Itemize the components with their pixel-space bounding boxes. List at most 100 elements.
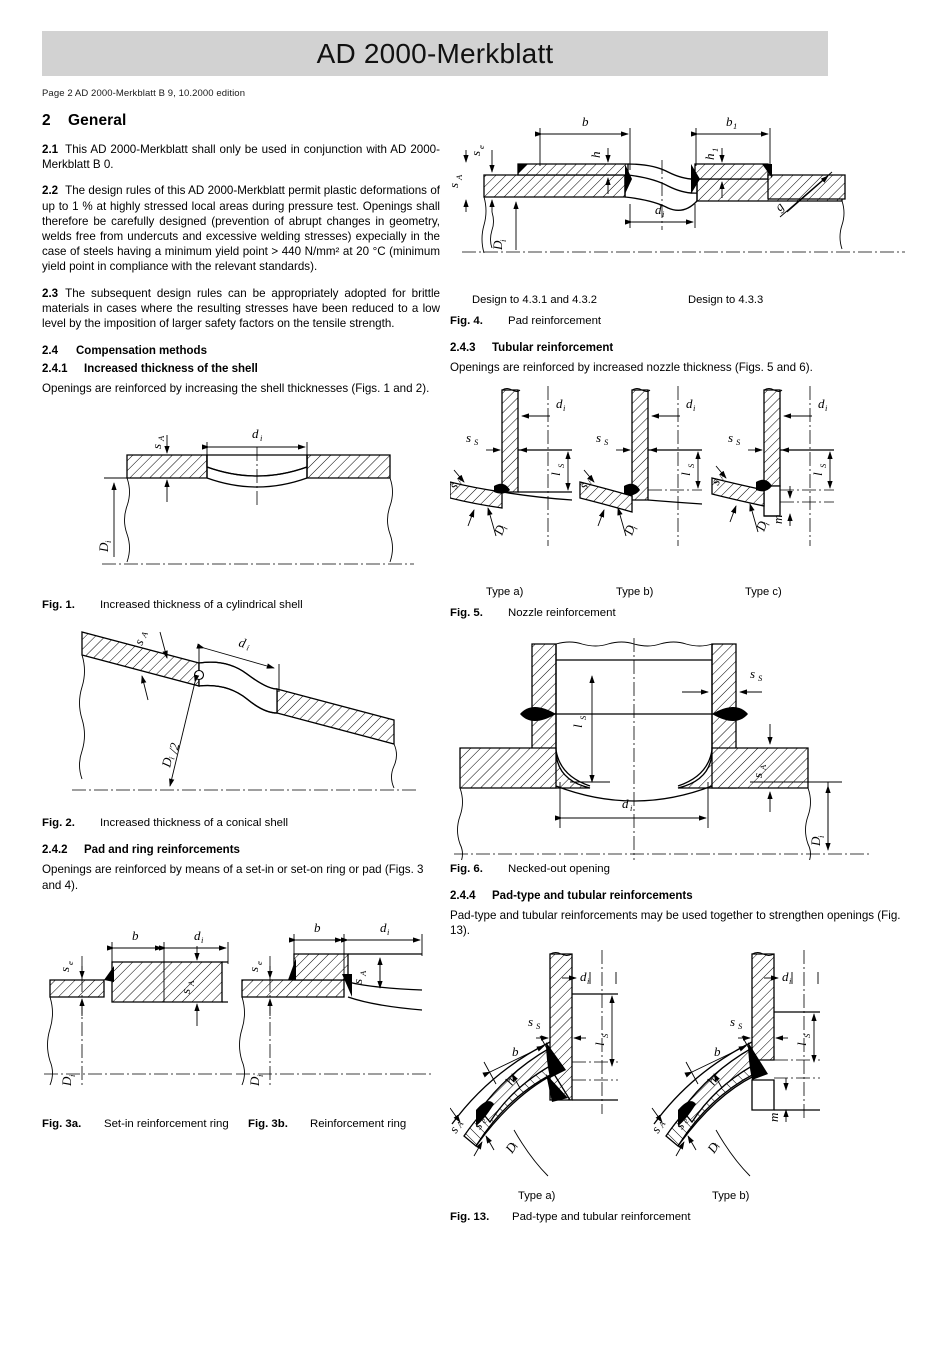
fig5b-label-sA: s bbox=[575, 480, 591, 492]
figure-13-caption: Fig. 13. Pad-type and tubular reinforcem… bbox=[450, 1210, 920, 1224]
fig6-label-d-sub: i bbox=[630, 803, 633, 813]
fig5a-label-s: s bbox=[466, 430, 471, 445]
section-number: 2 bbox=[42, 112, 51, 129]
figure-1-caption-text: Increased thickness of a cylindrical she… bbox=[100, 599, 303, 612]
fig4-label-D: D bbox=[490, 240, 505, 251]
fig2-label-D-sub: i bbox=[166, 756, 176, 761]
fig1-label-D-sub: i bbox=[103, 540, 113, 543]
fig3b-label-se-sub: e bbox=[254, 961, 264, 965]
fig3a-label-b: b bbox=[132, 928, 139, 943]
fig4-label-se: s bbox=[468, 151, 483, 156]
text-2-4-2: Openings are reinforced by means of a se… bbox=[42, 863, 424, 892]
fig13a-label-d: d bbox=[580, 969, 587, 984]
fig3b-label-d-sub: i bbox=[387, 927, 390, 937]
figure-13-type-a: d i l S s S b bbox=[450, 949, 618, 1176]
figure-6-caption-text: Necked-out opening bbox=[508, 863, 610, 876]
fig13b-label-l: l bbox=[794, 1042, 809, 1046]
header-banner: AD 2000-Merkblatt bbox=[42, 31, 828, 76]
fig5c-label-D-sub: i bbox=[761, 521, 771, 527]
fig3b-label-b: b bbox=[314, 920, 321, 935]
fig5a-label-sA: s bbox=[450, 480, 461, 492]
figure-3b-label: Fig. 3b. bbox=[248, 1117, 288, 1130]
fig13b-label-l-sub: S bbox=[802, 1033, 812, 1038]
fig3a-label-d: d bbox=[194, 928, 201, 943]
fig13a-label-s: s bbox=[528, 1014, 533, 1029]
fig5a-label-d-sub: i bbox=[563, 403, 566, 413]
figure-3a-label: Fig. 3a. bbox=[42, 1117, 82, 1130]
fig13b-label-se-sub: e bbox=[680, 1116, 691, 1125]
fig13b-label-D-sub: i bbox=[712, 1141, 722, 1149]
fig4-label-sA: s bbox=[450, 183, 461, 188]
heading-2-4-1-number: 2.4.1 bbox=[42, 363, 68, 376]
fig13b-label-s-sub: S bbox=[738, 1021, 743, 1031]
fig2-label-d: d bbox=[237, 635, 248, 651]
fig6-label-D-sub: i bbox=[816, 835, 826, 838]
fig5c-label-m: m bbox=[770, 515, 785, 524]
fig13b-label-m: m bbox=[766, 1112, 781, 1121]
fig2-label-d-sub: i bbox=[245, 643, 251, 653]
fig5a-label-l-sub: S bbox=[556, 463, 566, 468]
fig4-label-h1-sub: 1 bbox=[710, 148, 720, 152]
fig5b-label-d: d bbox=[686, 396, 693, 411]
fig6-label-sA-sub: A bbox=[758, 764, 768, 771]
fig5a-label-d: d bbox=[556, 396, 563, 411]
heading-2-4-2: 2.4.2 Pad and ring reinforcements bbox=[42, 844, 440, 856]
right-column: b b 1 h h 1 d i bbox=[450, 112, 920, 1224]
fig4-label-D-sub: i bbox=[498, 239, 508, 242]
fig13a-label-sA-sub: A bbox=[454, 1118, 466, 1129]
figure-5-type-c: d i s S l S s A D i bbox=[707, 386, 834, 547]
fig13b-label-s: s bbox=[730, 1014, 735, 1029]
fig3a-label-d-sub: i bbox=[201, 935, 204, 945]
fig4-label-b1: b bbox=[726, 114, 733, 129]
fig5c-label-d: d bbox=[818, 396, 825, 411]
figure-1-label: Fig. 1. bbox=[42, 599, 75, 612]
figure-13: d i l S s S b bbox=[450, 949, 920, 1224]
fig13a-label-b: b bbox=[512, 1044, 519, 1059]
fig3b-label-sA-sub: A bbox=[358, 970, 368, 977]
figure-13-type-b-label: Type b) bbox=[712, 1189, 750, 1202]
text-2-4-3: Openings are reinforced by increased noz… bbox=[450, 361, 813, 374]
heading-2-4-title: Compensation methods bbox=[76, 345, 207, 358]
heading-2-4-2-number: 2.4.2 bbox=[42, 844, 68, 857]
figure-4-caption-text: Pad reinforcement bbox=[508, 315, 602, 327]
fig4-label-d-sub: i bbox=[662, 209, 665, 219]
fig5c-label-s: s bbox=[728, 430, 733, 445]
section-title: General bbox=[68, 112, 127, 129]
fig6-label-d: d bbox=[622, 796, 629, 811]
figure-2-label: Fig. 2. bbox=[42, 817, 75, 830]
figure-3b-drawing: b d i s e s A bbox=[236, 920, 432, 1087]
heading-2-4-2-title: Pad and ring reinforcements bbox=[84, 844, 240, 857]
figure-5-caption: Fig. 5. Nozzle reinforcement bbox=[450, 606, 920, 620]
fig6-label-l: l bbox=[570, 724, 585, 728]
figure-13-label: Fig. 13. bbox=[450, 1210, 490, 1223]
fig13a-label-s-sub: S bbox=[536, 1021, 541, 1031]
fig5a-label-l: l bbox=[548, 472, 563, 476]
figure-3b-caption: Fig. 3b. Reinforcement ring bbox=[248, 1117, 438, 1131]
fig13b-label-d-sub: i bbox=[789, 976, 792, 986]
heading-2-4-3-number: 2.4.3 bbox=[450, 342, 476, 354]
fig13b-label-d: d bbox=[782, 969, 789, 984]
fig1-label-s: s bbox=[149, 444, 164, 449]
figure-3b-caption-text: Reinforcement ring bbox=[310, 1117, 407, 1130]
fig5c-label-sA: s bbox=[707, 476, 723, 488]
fig3a-label-D: D bbox=[59, 1076, 74, 1087]
fig3a-label-se: s bbox=[57, 967, 72, 972]
fig5c-label-l-sub: S bbox=[818, 463, 828, 468]
fig5b-label-s-sub: S bbox=[604, 437, 609, 447]
fig3b-label-D-sub: i bbox=[255, 1074, 265, 1077]
heading-2-4-4-number: 2.4.4 bbox=[450, 890, 476, 903]
fig13a-label-se-sub: e bbox=[478, 1116, 489, 1125]
paragraph-2-1-text: This AD 2000-Merkblatt shall only be use… bbox=[42, 143, 440, 172]
fig3a-label-sA: s bbox=[178, 989, 193, 994]
section-heading: 2 General bbox=[42, 112, 440, 130]
fig5b-label-sA-sub: A bbox=[583, 475, 595, 486]
fig13b-label-b: b bbox=[714, 1044, 721, 1059]
figure-4-label: Fig. 4. bbox=[450, 315, 483, 327]
fig6-label-D: D bbox=[808, 836, 823, 847]
fig5b-label-D-sub: i bbox=[629, 525, 639, 531]
fig1-label-d: d bbox=[252, 426, 259, 441]
